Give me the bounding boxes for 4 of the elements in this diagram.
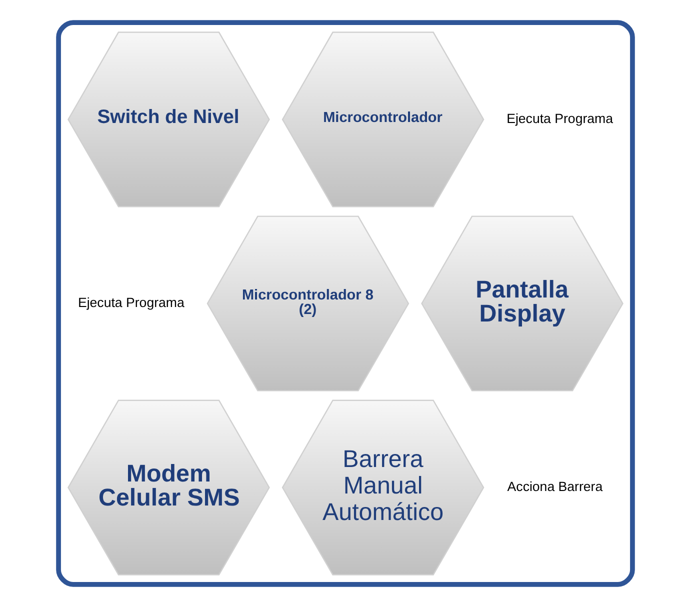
label: Acciona Barrera [507, 478, 603, 494]
label: Ejecuta Programa [78, 294, 184, 310]
cluster [56, 20, 635, 587]
label: Ejecuta Programa [506, 110, 614, 126]
